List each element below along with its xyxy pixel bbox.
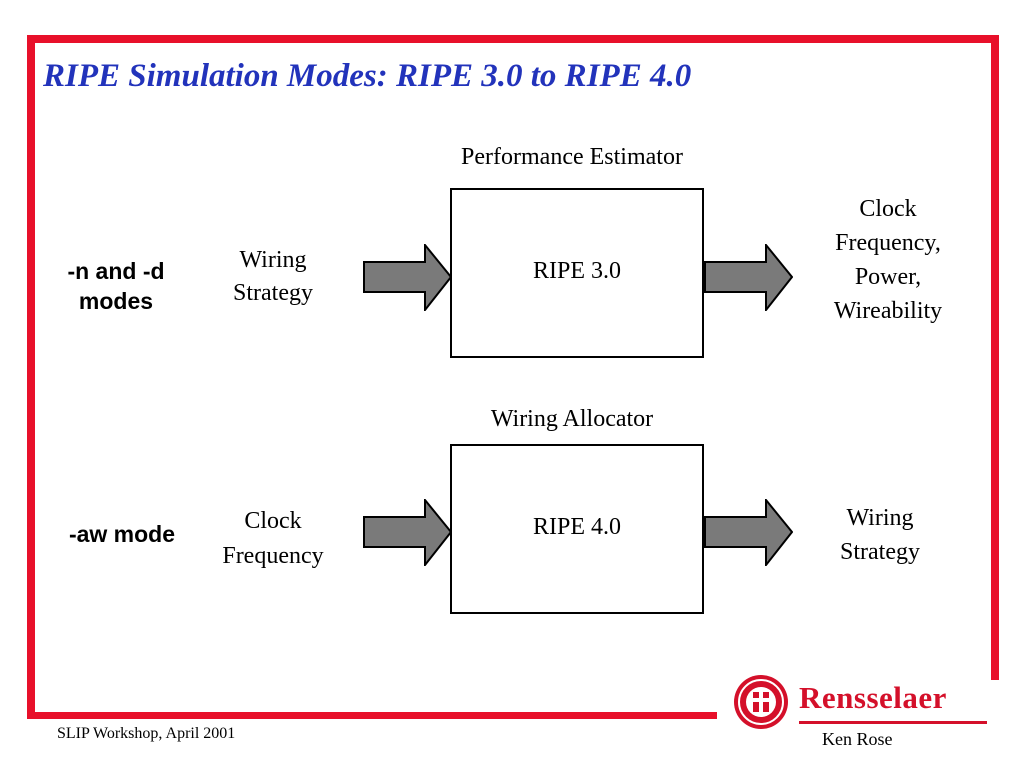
frame-bottom-border (27, 712, 717, 719)
frame-left-border (27, 35, 35, 719)
right-arrow-icon (704, 497, 794, 568)
output-label-line1: Wiring (846, 505, 914, 531)
input-label-wiring-strategy: Wiring Strategy (213, 244, 333, 310)
input-label-line2: Frequency (222, 543, 324, 569)
right-arrow-icon (704, 242, 794, 313)
right-arrow-icon (363, 497, 453, 568)
rensselaer-seal-icon (733, 674, 789, 730)
output-label-line2: Strategy (840, 539, 920, 565)
slide-title: RIPE Simulation Modes: RIPE 3.0 to RIPE … (43, 58, 692, 94)
box-title-performance-estimator: Performance Estimator (461, 144, 683, 170)
ripe-3-label: RIPE 3.0 (532, 258, 621, 284)
frame-right-border (991, 35, 999, 680)
output-label-line4: Wireability (833, 298, 943, 324)
output-label-wiring-strategy: Wiring Strategy (810, 501, 950, 569)
output-label-line1: Clock (859, 196, 917, 222)
output-label-line2: Frequency, (835, 230, 941, 256)
footer-author: Ken Rose (822, 729, 893, 749)
logo-underline (799, 721, 987, 724)
frame-top-border (27, 35, 999, 43)
rensselaer-wordmark: Rensselaer (799, 680, 947, 715)
output-label-clock-power-wireability: Clock Frequency, Power, Wireability (805, 192, 971, 328)
mode-label-line2: modes (78, 288, 154, 314)
input-label-line1: Wiring (239, 247, 307, 273)
mode-label-n-d: -n and -d modes (52, 256, 180, 316)
ripe-3-box: RIPE 3.0 (450, 188, 704, 358)
right-arrow-icon (363, 242, 453, 313)
box-title-wiring-allocator: Wiring Allocator (490, 406, 654, 432)
footer-event: SLIP Workshop, April 2001 (57, 725, 236, 742)
input-label-line2: Strategy (233, 280, 313, 306)
input-label-clock-frequency: Clock Frequency (203, 504, 343, 574)
input-label-line1: Clock (244, 508, 302, 534)
ripe-4-box: RIPE 4.0 (450, 444, 704, 614)
ripe-4-label: RIPE 4.0 (532, 514, 621, 540)
mode-label-aw: -aw mode (52, 519, 192, 549)
output-label-line3: Power, (854, 264, 922, 290)
rensselaer-logo: Rensselaer (733, 674, 993, 730)
mode-label-line1: -n and -d (67, 258, 165, 284)
mode-label-line1: -aw mode (68, 521, 176, 547)
